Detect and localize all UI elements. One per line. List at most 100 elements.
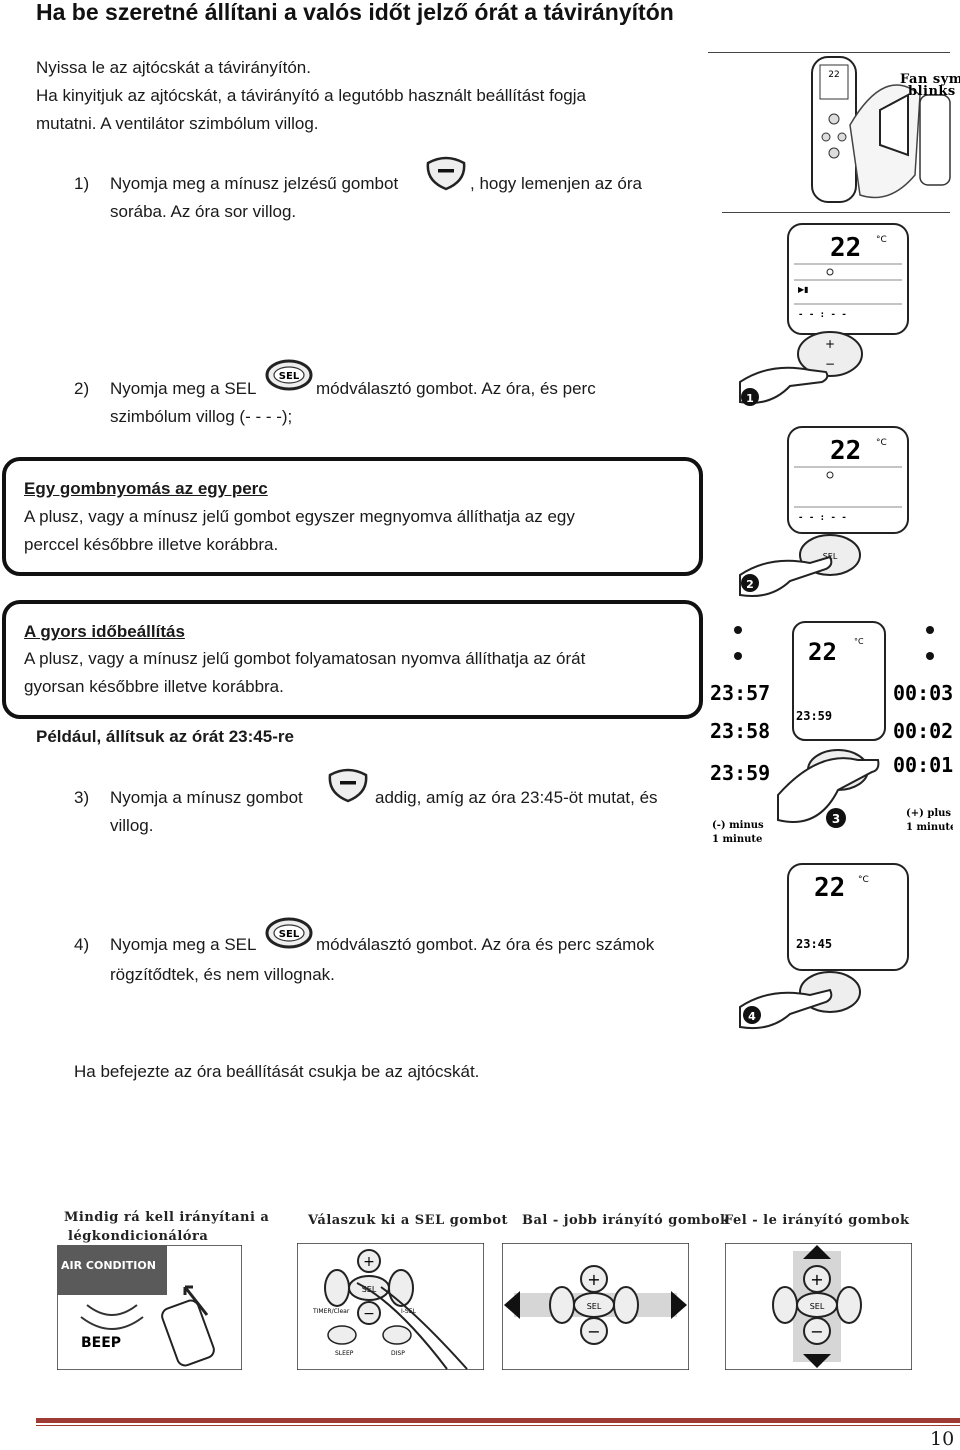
svg-text:+: + <box>825 337 835 351</box>
svg-text:▶▮: ▶▮ <box>798 285 809 294</box>
beep-label: BEEP <box>81 1335 121 1351</box>
minus-label-1: (-) minus <box>712 820 764 831</box>
lcd-clock: 23:59 <box>796 709 832 723</box>
box-2-line-1: A plusz, vagy a mínusz jelű gombot folya… <box>24 649 586 668</box>
timer-clear-label: TIMER/Clear <box>312 1308 350 1315</box>
lcd-temp: 22 <box>814 873 845 903</box>
intro-line-3: mutatni. A ventilátor szimbólum villog. <box>36 114 319 133</box>
box-2-heading: A gyors időbeállítás <box>24 622 185 641</box>
box-1-line-1: A plusz, vagy a mínusz jelű gombot egysz… <box>24 507 575 526</box>
bottom-caption-1-line-2: légkondicionálóra <box>68 1229 209 1244</box>
plus-label-2: 1 minute <box>906 822 953 833</box>
svg-text:+: + <box>810 1270 823 1289</box>
step-3-figure: 23:57 23:58 23:59 00:03 00:02 00:01 22 °… <box>710 621 953 845</box>
svg-text:+: + <box>363 1254 375 1270</box>
time-right-3: 00:01 <box>893 753 953 777</box>
figure-divider <box>722 212 950 213</box>
time-left-2: 23:58 <box>710 719 770 743</box>
sel-label: SEL <box>587 1302 602 1311</box>
sleep-label: SLEEP <box>335 1350 354 1357</box>
remote-temp: 22 <box>828 70 839 80</box>
time-right-2: 00:02 <box>893 719 953 743</box>
svg-text:−: − <box>810 1322 823 1341</box>
lcd-temp: 22 <box>830 436 861 466</box>
step-4-line-2: rögzítődtek, és nem villognak. <box>110 965 335 984</box>
step-badge-1 <box>741 388 759 406</box>
time-left-3: 23:59 <box>710 761 770 785</box>
intro-line-2: Ha kinyitjuk az ajtócskát, a távirányító… <box>36 86 586 105</box>
blinks-label: blinks <box>908 84 956 99</box>
bottom-caption-4: Fel - le irányító gombok <box>724 1213 910 1228</box>
step-badge-4-label: 4 <box>748 1010 756 1023</box>
step-2-text-after: módválasztó gombot. Az óra, és perc <box>316 379 596 398</box>
lcd-temp: 22 <box>830 233 861 263</box>
step-badge-3 <box>826 808 846 828</box>
air-condition-figure: AIR CONDITION BEEP <box>57 1245 242 1370</box>
minus-button-icon-2 <box>326 767 370 803</box>
bottom-caption-2: Válaszuk ki a SEL gombot <box>308 1213 509 1228</box>
isel-label: I-SEL <box>401 1308 417 1315</box>
page-title: Ha be szeretné állítani a valós időt jel… <box>36 0 674 25</box>
step-1-line-2: sorába. Az óra sor villog. <box>110 202 297 221</box>
sel-select-figure: + SEL − TIMER/Clear I-SEL SLEEP DISP <box>297 1243 484 1370</box>
sel-label: SEL <box>810 1302 825 1311</box>
sel-label: SEL <box>279 929 300 940</box>
intro-line-1: Nyissa le az ajtócskát a távirányítón. <box>36 58 311 77</box>
info-box-fast-setting <box>2 600 703 719</box>
svg-text:−: − <box>587 1322 600 1341</box>
step-2-text: Nyomja meg a SEL <box>110 379 257 398</box>
step-3-line-2: villog. <box>110 816 154 835</box>
step-2-line-2: szimbólum villog (- - - -); <box>110 407 293 426</box>
step-badge-2 <box>741 574 759 592</box>
sel-label: SEL <box>279 371 300 382</box>
bottom-caption-1-line-1: Mindig rá kell irányítani a <box>64 1210 270 1225</box>
step-1-text-after: , hogy lemenjen az óra <box>470 174 642 193</box>
lcd-degc: °C <box>854 637 864 646</box>
footer-accent-bar <box>36 1418 960 1423</box>
closing-text: Ha befejezte az óra beállítását csukja b… <box>74 1062 480 1081</box>
lcd-degc: °C <box>876 235 887 245</box>
plus-label-1: (+) plus <box>906 808 951 819</box>
figure-divider <box>708 52 950 53</box>
svg-text:+: + <box>587 1270 600 1289</box>
step-badge-4 <box>743 1006 761 1024</box>
minus-label-2: 1 minute <box>712 834 762 845</box>
left-right-figure: + SEL − <box>502 1243 689 1370</box>
step-3-text: Nyomja a mínusz gombot <box>110 788 303 807</box>
up-down-figure: + SEL − <box>725 1243 912 1370</box>
svg-text:−: − <box>825 357 835 371</box>
sel-button-icon: SEL <box>264 358 314 392</box>
step-badge-3-label: 3 <box>832 812 840 826</box>
step-4-figure: 22 °C 23:45 4 <box>739 863 909 1030</box>
step-1-text: Nyomja meg a mínusz jelzésű gombot <box>110 174 399 193</box>
step-3-text-after: addig, amíg az óra 23:45-öt mutat, és <box>375 788 658 807</box>
lcd-final: 23:45 <box>796 937 832 951</box>
step-3-number: 3) <box>74 788 90 807</box>
bottom-caption-3: Bal - jobb irányító gombok <box>522 1213 730 1228</box>
time-right-1: 00:03 <box>893 681 953 705</box>
step-4-text-after: módválasztó gombot. Az óra és perc számo… <box>316 935 655 954</box>
sel-button-icon-2: SEL <box>264 916 314 950</box>
lcd-temp: 22 <box>808 638 837 666</box>
air-condition-label: AIR CONDITION <box>61 1259 156 1272</box>
lcd-degc: °C <box>858 875 869 885</box>
svg-text:−: − <box>363 1306 375 1322</box>
example-heading: Például, állítsuk az órát 23:45-re <box>36 727 294 746</box>
remote-open-door-figure: 22 Fan symbol blinks <box>811 56 960 203</box>
svg-text:- - : - -: - - : - - <box>798 310 847 320</box>
info-box-one-press <box>2 457 703 576</box>
footer-thin-line <box>36 1425 960 1426</box>
step-badge-1-label: 1 <box>746 392 754 405</box>
box-2-line-2: gyorsan későbbre illetve korábbra. <box>24 677 284 696</box>
step-4-text: Nyomja meg a SEL <box>110 935 257 954</box>
svg-text:- - : - -: - - : - - <box>798 513 847 523</box>
step-1-number: 1) <box>74 174 90 193</box>
page-number: 10 <box>930 1428 955 1450</box>
step-badge-2-label: 2 <box>746 578 754 591</box>
step-4-number: 4) <box>74 935 90 954</box>
box-1-heading: Egy gombnyomás az egy perc <box>24 479 268 498</box>
minus-button-icon <box>424 155 468 191</box>
lcd-degc: °C <box>876 438 887 448</box>
time-left-1: 23:57 <box>710 681 770 705</box>
step-2-figure: 22 °C - - : - - SEL 2 <box>739 426 909 597</box>
